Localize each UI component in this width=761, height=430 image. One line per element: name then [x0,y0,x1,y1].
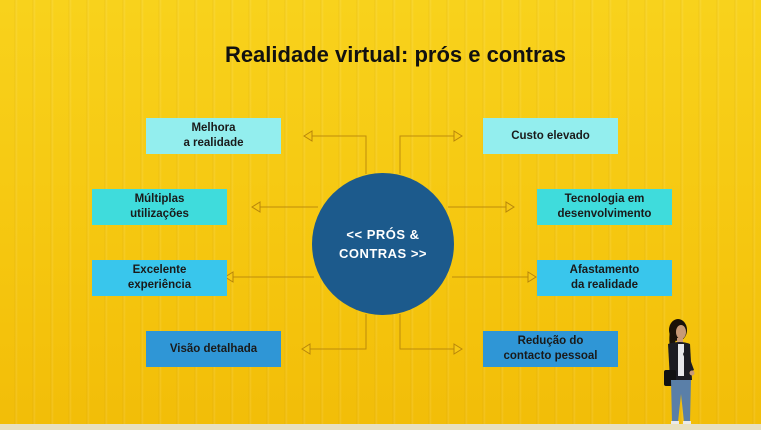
connector-pros-4 [308,314,367,350]
arrowhead-pros-1 [303,130,313,142]
arrowhead-contras-3 [527,271,537,283]
arrowhead-pros-2 [251,201,261,213]
connector-contras-1 [399,135,456,174]
connector-pros-1 [310,135,367,174]
contras-box-tecnologia: Tecnologia em desenvolvimento [537,189,672,225]
connector-contras-4 [399,314,456,350]
pros-box-excelente: Excelente experiência [92,260,227,296]
center-circle: << PRÓS & CONTRAS >> [312,173,454,315]
arrowhead-contras-1 [453,130,463,142]
pros-box-melhora: Melhora a realidade [146,118,281,154]
contras-box-reducao: Redução do contacto pessoal [483,331,618,367]
pros-box-visao: Visão detalhada [146,331,281,367]
bottom-edge [0,424,761,430]
arrowhead-contras-2 [505,201,515,213]
contras-box-afastamento: Afastamento da realidade [537,260,672,296]
contras-box-custo: Custo elevado [483,118,618,154]
slide-title: Realidade virtual: prós e contras [224,42,567,67]
arrowhead-pros-3 [224,271,234,283]
arrowhead-contras-4 [453,343,463,355]
arrowhead-pros-4 [301,343,311,355]
person-illustration [664,319,695,425]
pros-box-multiplas: Múltiplas utilizações [92,189,227,225]
